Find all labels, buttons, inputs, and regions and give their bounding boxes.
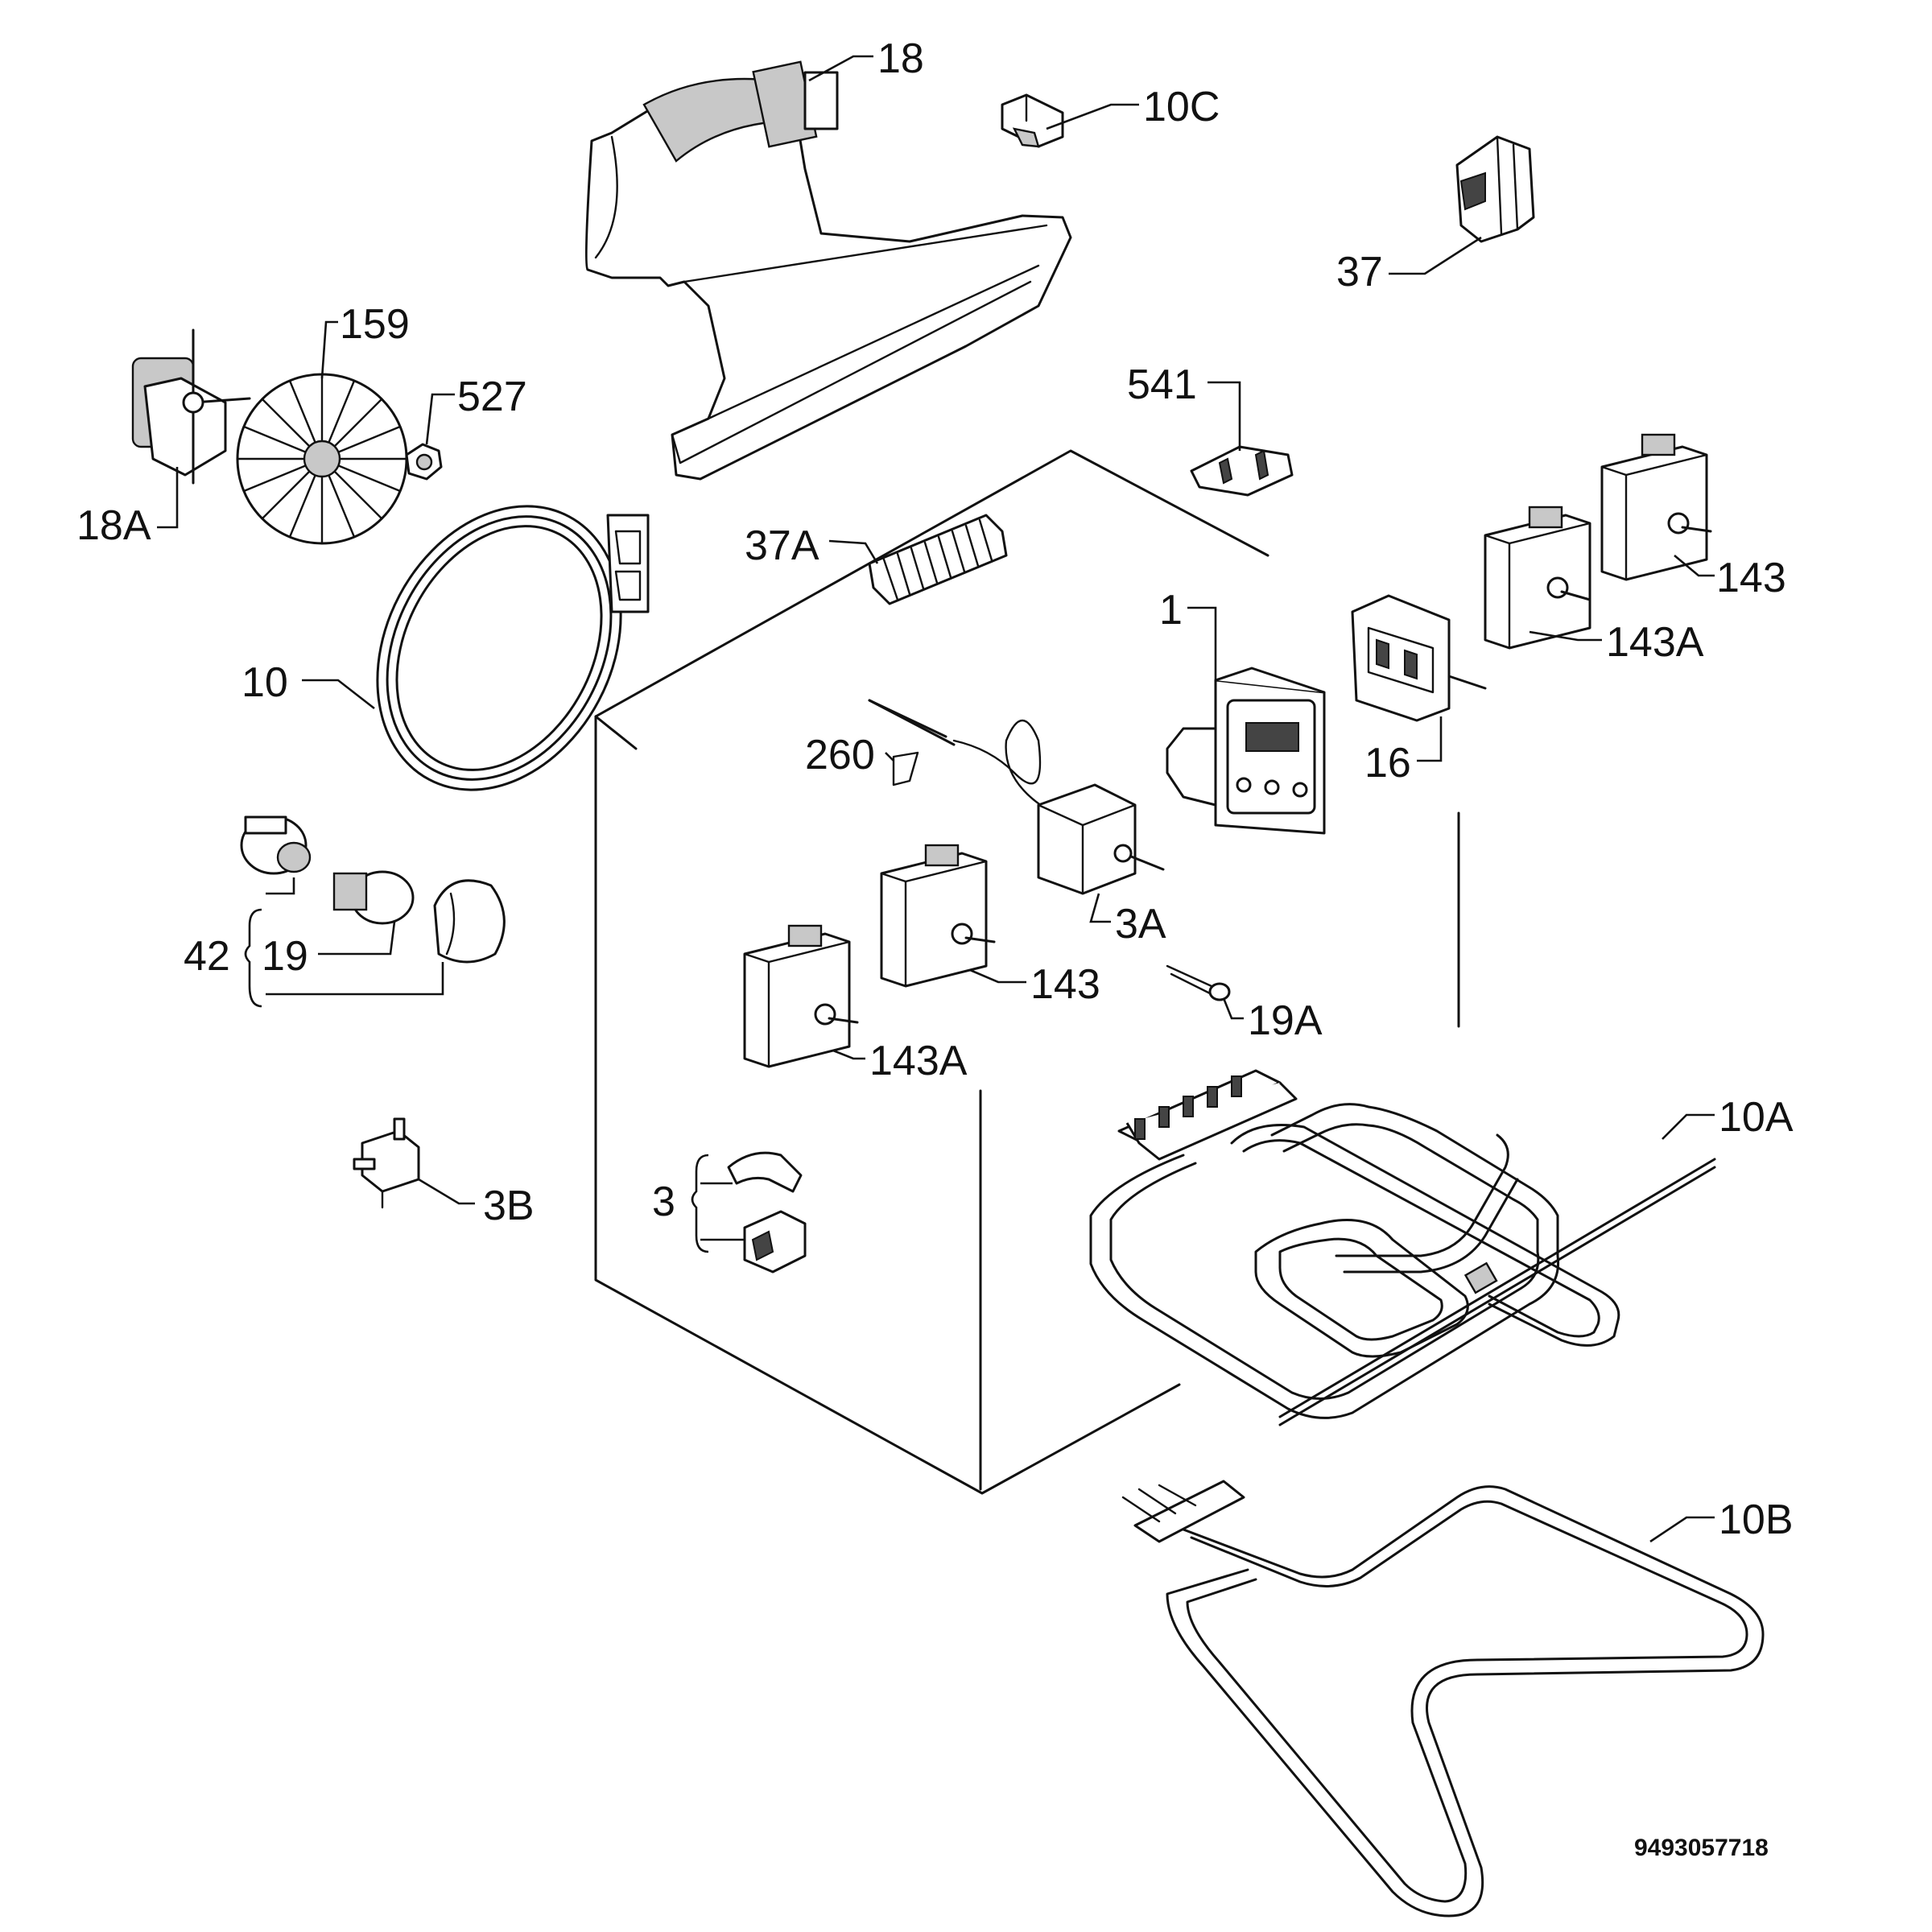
callout-42-bracket: 42 19 bbox=[184, 877, 444, 1008]
drawing-number: 9493057718 bbox=[1634, 1835, 1769, 1861]
svg-text:143A: 143A bbox=[1606, 619, 1704, 666]
callout-527: 527 bbox=[425, 374, 527, 445]
oven-cabinet-outline bbox=[594, 449, 1460, 1495]
callout-18: 18 bbox=[808, 35, 924, 82]
svg-text:541: 541 bbox=[1127, 361, 1197, 408]
fan-blade-159[interactable] bbox=[236, 373, 408, 545]
energy-regulator-143a-mid[interactable] bbox=[743, 924, 859, 1068]
callout-16: 16 bbox=[1364, 716, 1443, 786]
electronic-timer-1[interactable] bbox=[1166, 667, 1326, 835]
connector-541[interactable] bbox=[1190, 445, 1294, 497]
callout-10a: 10A bbox=[1662, 1094, 1794, 1141]
svg-text:3B: 3B bbox=[483, 1183, 535, 1229]
callout-10c: 10C bbox=[1046, 84, 1220, 130]
callout-260: 260 bbox=[805, 732, 894, 778]
selector-switch-16[interactable] bbox=[1351, 594, 1487, 722]
callout-19a: 19A bbox=[1222, 997, 1323, 1044]
callout-3a: 3A bbox=[1089, 893, 1166, 947]
svg-text:37: 37 bbox=[1336, 249, 1383, 295]
callout-541: 541 bbox=[1127, 361, 1241, 451]
lamp-holder-42[interactable] bbox=[240, 815, 312, 875]
grill-element-10a[interactable] bbox=[1089, 1069, 1716, 1426]
callout-143a-mid: 143A bbox=[832, 1038, 968, 1084]
thermostat-assembly-3[interactable] bbox=[727, 1151, 807, 1274]
sensor-19a[interactable] bbox=[1166, 964, 1231, 1001]
callout-3b: 3B bbox=[418, 1178, 535, 1229]
svg-text:3: 3 bbox=[652, 1179, 675, 1225]
svg-text:18: 18 bbox=[877, 35, 924, 82]
callout-143-right: 143 bbox=[1674, 555, 1786, 601]
callout-10b: 10B bbox=[1649, 1496, 1794, 1543]
svg-text:10B: 10B bbox=[1719, 1496, 1794, 1543]
svg-text:10A: 10A bbox=[1719, 1094, 1794, 1141]
energy-regulator-143-right[interactable] bbox=[1600, 433, 1712, 581]
callout-1: 1 bbox=[1159, 587, 1217, 680]
connector-10c[interactable] bbox=[1001, 93, 1064, 148]
svg-text:19: 19 bbox=[262, 933, 308, 980]
bottom-element-10b[interactable] bbox=[1121, 1480, 1765, 1918]
circular-heating-element-10[interactable] bbox=[330, 464, 669, 832]
energy-regulator-143-mid[interactable] bbox=[880, 844, 996, 988]
svg-text:260: 260 bbox=[805, 732, 875, 778]
svg-text:10C: 10C bbox=[1143, 84, 1220, 130]
energy-regulator-143a-right[interactable] bbox=[1484, 506, 1591, 650]
svg-text:143: 143 bbox=[1716, 555, 1786, 601]
lamp-cover[interactable] bbox=[433, 879, 506, 964]
terminal-37[interactable] bbox=[1455, 135, 1535, 243]
svg-text:16: 16 bbox=[1364, 740, 1411, 786]
svg-text:527: 527 bbox=[457, 374, 527, 420]
svg-text:143: 143 bbox=[1030, 961, 1100, 1008]
svg-text:143A: 143A bbox=[869, 1038, 968, 1084]
callout-37: 37 bbox=[1336, 236, 1482, 295]
callout-10: 10 bbox=[242, 659, 375, 710]
svg-text:42: 42 bbox=[184, 933, 230, 980]
terminal-block-37a[interactable] bbox=[868, 514, 1008, 605]
svg-text:19A: 19A bbox=[1248, 997, 1323, 1044]
nut-527[interactable] bbox=[405, 443, 443, 481]
thermostat-probe-260[interactable] bbox=[868, 699, 1048, 811]
svg-text:3A: 3A bbox=[1115, 901, 1166, 947]
svg-text:159: 159 bbox=[340, 301, 410, 348]
callout-37a: 37A bbox=[745, 522, 879, 569]
callout-143a-right: 143A bbox=[1529, 619, 1704, 666]
fan-motor-18a[interactable] bbox=[131, 328, 251, 485]
callout-18a: 18A bbox=[76, 467, 179, 549]
callout-3-bracket: 3 bbox=[652, 1154, 745, 1253]
svg-text:18A: 18A bbox=[76, 502, 151, 549]
callout-143-mid: 143 bbox=[969, 961, 1100, 1008]
thermal-cutout-3b[interactable] bbox=[353, 1117, 420, 1209]
lamp-bulb-19[interactable] bbox=[332, 870, 415, 925]
thermostat-3a[interactable] bbox=[1037, 783, 1165, 895]
svg-text:10: 10 bbox=[242, 659, 288, 706]
svg-text:1: 1 bbox=[1159, 587, 1183, 634]
fan-duct-housing[interactable] bbox=[584, 60, 1072, 481]
callout-159: 159 bbox=[320, 301, 410, 379]
svg-text:37A: 37A bbox=[745, 522, 819, 569]
